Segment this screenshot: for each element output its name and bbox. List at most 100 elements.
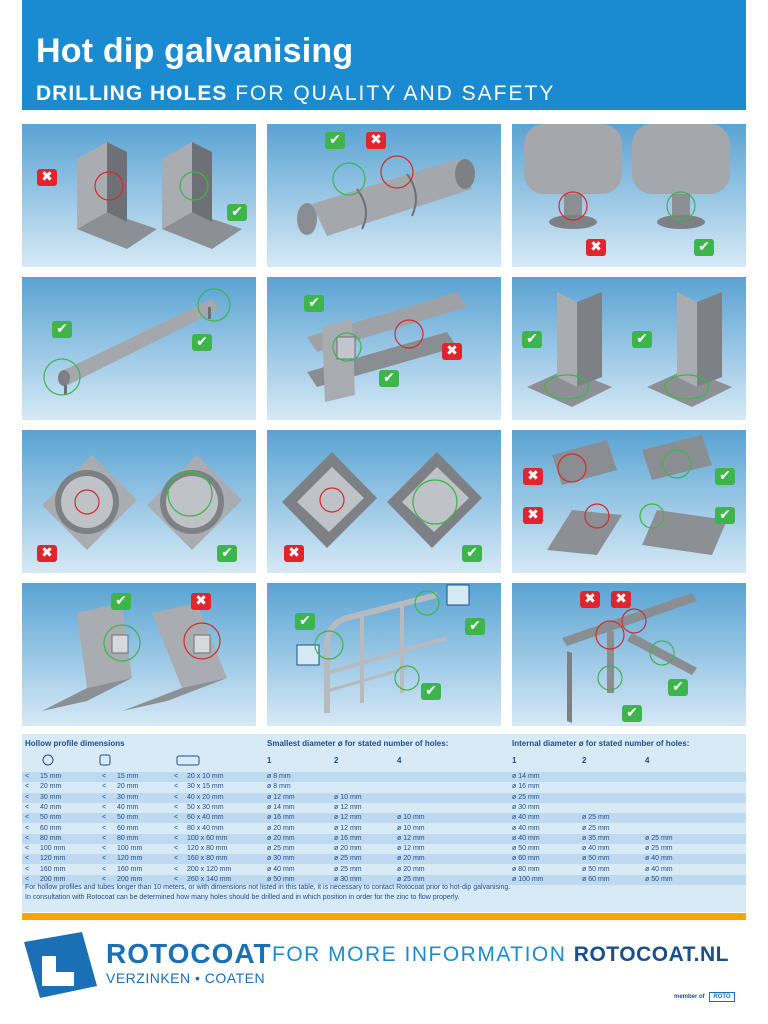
table-cell: ø 25 mm bbox=[334, 855, 362, 863]
table-cell: 15 mm bbox=[40, 773, 62, 780]
member-of-label: member of ROTO bbox=[674, 992, 735, 1002]
illustration-angle-plate: ✔ ✖ bbox=[22, 583, 256, 726]
box-and-channel-drawing bbox=[547, 435, 727, 555]
square-profile-icon bbox=[99, 754, 111, 766]
tube-frame-drawing bbox=[562, 593, 697, 723]
table-cell: < bbox=[174, 824, 179, 832]
illustration-channel-corner: ✖ ✔ bbox=[22, 124, 256, 267]
correct-icon: ✔ bbox=[465, 618, 485, 635]
table-cell: ø 40 mm bbox=[582, 845, 610, 853]
table-cell: < bbox=[25, 773, 30, 780]
table-cell: 100 mm bbox=[117, 845, 143, 853]
table-cell: ø 40 mm bbox=[512, 824, 540, 832]
table-cell: ø 20 mm bbox=[334, 845, 362, 853]
table-cell: ø 12 mm bbox=[334, 814, 362, 822]
table-cell: ø 40 mm bbox=[645, 855, 673, 863]
correct-icon: ✔ bbox=[622, 705, 642, 722]
table-cell: 80 mm bbox=[40, 834, 62, 842]
table-cell: ø 20 mm bbox=[397, 855, 425, 863]
table-cell: 160 mm bbox=[117, 865, 143, 873]
illustration-beam-joint: ✔ ✖ ✔ bbox=[267, 277, 501, 420]
table-cell: ø 40 mm bbox=[645, 865, 673, 873]
more-info: FOR MORE INFORMATION ROTOCOAT.NL bbox=[272, 943, 729, 967]
table-cell: ø 10 mm bbox=[397, 814, 425, 822]
railing-drawing bbox=[296, 584, 470, 713]
orange-divider bbox=[22, 913, 746, 920]
table-cell: < bbox=[25, 845, 30, 853]
table-cell: 50 x 30 mm bbox=[187, 803, 224, 811]
table-cell: 120 mm bbox=[40, 855, 66, 863]
table-cell: ø 8 mm bbox=[267, 773, 291, 780]
table-cell: ø 14 mm bbox=[267, 803, 295, 811]
table-cell: ø 25 mm bbox=[582, 814, 610, 822]
illustration-railing: ✔ ✔ ✔ bbox=[267, 583, 501, 726]
tank-flange-drawing bbox=[524, 124, 730, 229]
table-cell: ø 50 mm bbox=[512, 845, 540, 853]
table-cell: ø 25 mm bbox=[397, 876, 425, 883]
wrong-icon: ✖ bbox=[586, 239, 606, 256]
table-cell: ø 25 mm bbox=[267, 845, 295, 853]
table-cell: ø 12 mm bbox=[334, 824, 362, 832]
table-cell: 20 mm bbox=[117, 783, 139, 791]
table-cell: ø 40 mm bbox=[512, 834, 540, 842]
dimensions-table: Hollow profile dimensions Smallest diame… bbox=[22, 734, 746, 912]
website-link[interactable]: ROTOCOAT.NL bbox=[573, 943, 729, 966]
table-cell: < bbox=[102, 773, 107, 780]
illustration-box-and-channel: ✖ ✔ ✖ ✔ bbox=[512, 430, 746, 573]
table-cell: < bbox=[25, 814, 30, 822]
table-cell: 60 x 40 mm bbox=[187, 814, 224, 822]
table-cell: < bbox=[174, 783, 179, 791]
table-cell: 120 mm bbox=[117, 855, 143, 863]
table-cell: < bbox=[102, 783, 107, 791]
brand-tagline: VERZINKEN • COATEN bbox=[106, 970, 266, 986]
illustration-column-base: ✔ ✔ bbox=[512, 277, 746, 420]
table-cell: ø 100 mm bbox=[512, 876, 544, 883]
table-cell: ø 60 mm bbox=[582, 876, 610, 883]
table-cell: 200 mm bbox=[117, 876, 143, 883]
table-cell: 20 mm bbox=[40, 783, 62, 791]
table-cell: 120 x 80 mm bbox=[187, 845, 228, 853]
correct-icon: ✔ bbox=[668, 679, 688, 696]
table-cell: 40 x 20 mm bbox=[187, 793, 224, 801]
pipe-tank-drawing bbox=[297, 155, 475, 236]
table-cell: < bbox=[25, 824, 30, 832]
table-cell: < bbox=[174, 845, 179, 853]
table-cell: ø 25 mm bbox=[334, 865, 362, 873]
correct-icon: ✔ bbox=[52, 321, 72, 338]
member-of-text: member of bbox=[674, 994, 705, 1000]
rotocoat-logo-icon bbox=[24, 932, 97, 998]
table-cell: ø 25 mm bbox=[645, 834, 673, 842]
table-cell: < bbox=[25, 793, 30, 801]
profile-shape-icons bbox=[42, 754, 200, 766]
angle-plate-drawing bbox=[42, 603, 227, 711]
table-cell: 200 mm bbox=[40, 876, 66, 883]
header-internal-diameter: Internal diameter ø for stated number of… bbox=[512, 739, 690, 748]
table-cell: 40 mm bbox=[117, 803, 139, 811]
header-smallest-diameter: Smallest diameter ø for stated number of… bbox=[267, 739, 449, 748]
round-base-plate-drawing bbox=[42, 455, 242, 550]
correct-icon: ✔ bbox=[304, 295, 324, 312]
holes-2-label: 2 bbox=[334, 756, 339, 765]
table-note-1: For hollow profiles and tubes longer tha… bbox=[25, 884, 511, 891]
correct-icon: ✔ bbox=[295, 613, 315, 630]
table-cell: ø 50 mm bbox=[582, 865, 610, 873]
column-base-drawing bbox=[527, 292, 732, 407]
poster-header: Hot dip galvanising DRILLING HOLES FOR Q… bbox=[22, 0, 746, 110]
channel-corner-drawing bbox=[77, 142, 242, 249]
table-cell: 20 x 10 mm bbox=[187, 773, 224, 780]
table-cell: ø 25 mm bbox=[645, 845, 673, 853]
table-cell: ø 12 mm bbox=[267, 793, 295, 801]
table-cell: ø 50 mm bbox=[267, 876, 295, 883]
table-cell: ø 16 mm bbox=[267, 814, 295, 822]
logo-text: ROTOCOAT VERZINKEN • COATEN bbox=[106, 940, 272, 987]
correct-icon: ✔ bbox=[421, 683, 441, 700]
square-base-plate-drawing bbox=[282, 452, 482, 548]
holes-1-label: 1 bbox=[512, 756, 517, 765]
table-cell: < bbox=[174, 814, 179, 822]
